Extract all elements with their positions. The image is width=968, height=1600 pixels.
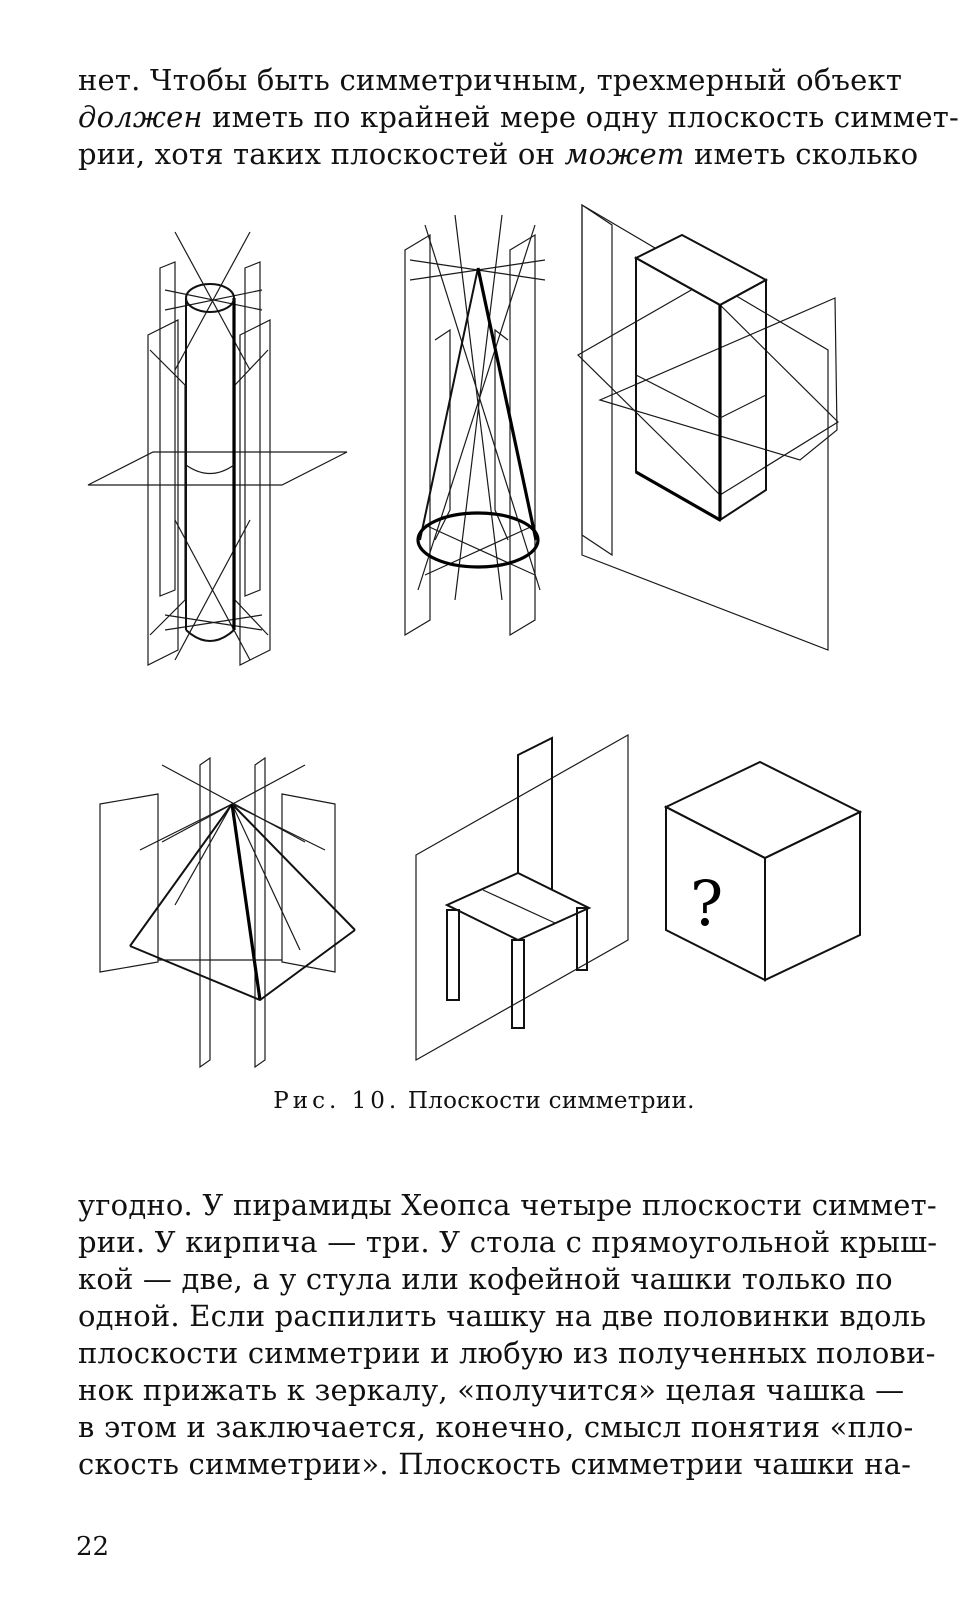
cube-question-mark: ? <box>690 867 723 940</box>
page-number: 22 <box>76 1532 110 1562</box>
top-line-1: нет. Чтобы быть симметричным, трехмерный… <box>78 63 903 97</box>
caption-text: Плоскости симметрии. <box>407 1088 695 1114</box>
symmetry-planes-figure: ? <box>0 190 968 1070</box>
brick-drawing <box>577 203 839 651</box>
cylinder-horizontal-plane <box>87 451 348 486</box>
bottom-paragraph: угодно. У пирамиды Хеопса четыре плоскос… <box>78 1187 938 1483</box>
bottom-line: кой — две, а у стула или кофейной чашки … <box>78 1262 893 1296</box>
bottom-line: нок прижать к зеркалу, «получится» целая… <box>78 1373 905 1407</box>
italic-word-dolzhen: должен <box>78 100 203 134</box>
top-line-3-end: иметь сколько <box>684 137 919 171</box>
top-line-2: должен иметь по крайней мере одну плоско… <box>78 99 959 136</box>
top-line-2-rest: иметь по крайней мере одну плоскость сим… <box>202 100 960 134</box>
bottom-line: скость симметрии». Плоскость симметрии ч… <box>78 1447 912 1481</box>
bottom-line: угодно. У пирамиды Хеопса четыре плоскос… <box>78 1188 937 1222</box>
italic-word-mozhet: может <box>564 137 685 171</box>
bottom-line: плоскости симметрии и любую из полученны… <box>78 1336 936 1370</box>
top-line-3: рии, хотя таких плоскостей он может имет… <box>78 136 918 173</box>
bottom-line: в этом и заключается, конечно, смысл пон… <box>78 1410 914 1444</box>
cone-drawing <box>404 214 546 637</box>
bottom-line: одной. Если распилить чашку на две полов… <box>78 1299 927 1333</box>
figure-caption: Рис. 10. Плоскости симметрии. <box>0 1088 968 1114</box>
cylinder-drawing <box>87 231 348 666</box>
cube-drawing: ? <box>663 760 863 982</box>
bottom-line: рии. У кирпича — три. У стола с прямоуго… <box>78 1225 938 1259</box>
top-paragraph: нет. Чтобы быть симметричным, трехмерный… <box>78 62 959 173</box>
pyramid-drawing <box>99 756 356 1069</box>
caption-label: Рис. 10. <box>273 1088 401 1114</box>
chair-drawing <box>415 733 629 1062</box>
top-line-3-start: рии, хотя таких плоскостей он <box>78 137 565 171</box>
figure-drawings: ? <box>87 203 863 1069</box>
